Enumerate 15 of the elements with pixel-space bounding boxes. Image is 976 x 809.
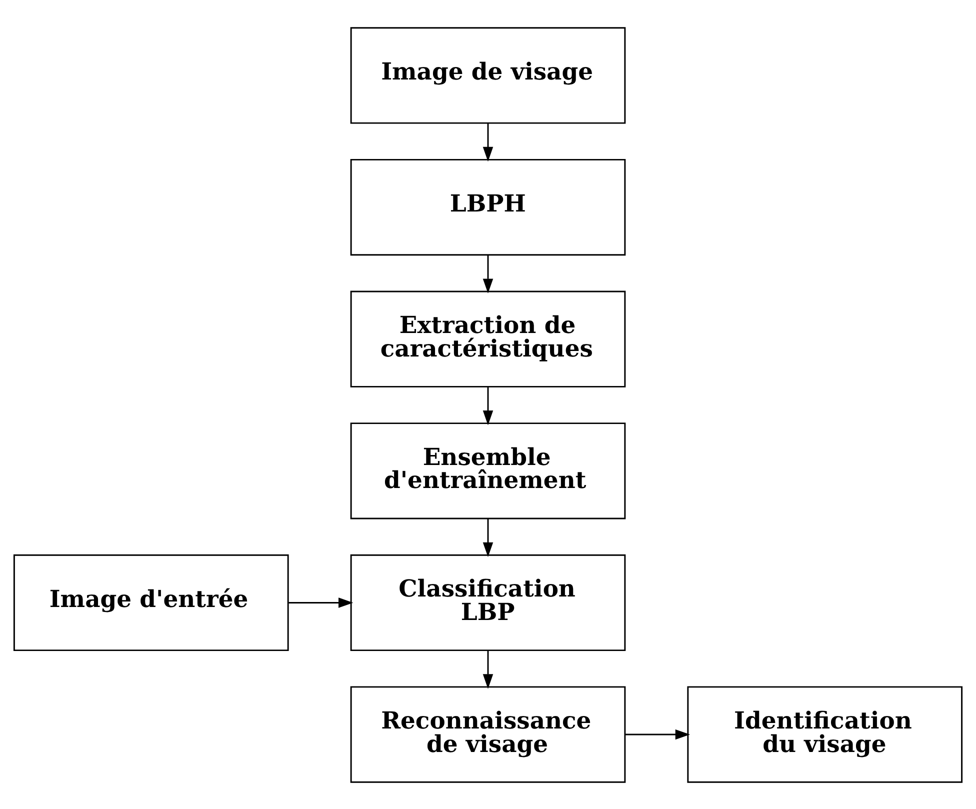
arrow <box>482 122 494 162</box>
node-box: Extraction de caractéristiques <box>350 290 626 387</box>
arrow <box>482 650 494 688</box>
node-box: Ensemble d'entraînement <box>350 422 626 519</box>
arrow <box>626 728 690 740</box>
arrow <box>482 386 494 425</box>
arrow <box>482 518 494 557</box>
arrow <box>288 597 354 608</box>
node-box: Identification du visage <box>687 686 963 782</box>
node-box: LBPH <box>350 158 626 256</box>
node-box: Image de visage <box>350 26 626 124</box>
node-box: Reconnaissance de visage <box>350 686 626 782</box>
node-box: Classification LBP <box>350 554 626 651</box>
arrow <box>482 254 494 293</box>
node-box: Image d'entrée <box>13 554 289 651</box>
